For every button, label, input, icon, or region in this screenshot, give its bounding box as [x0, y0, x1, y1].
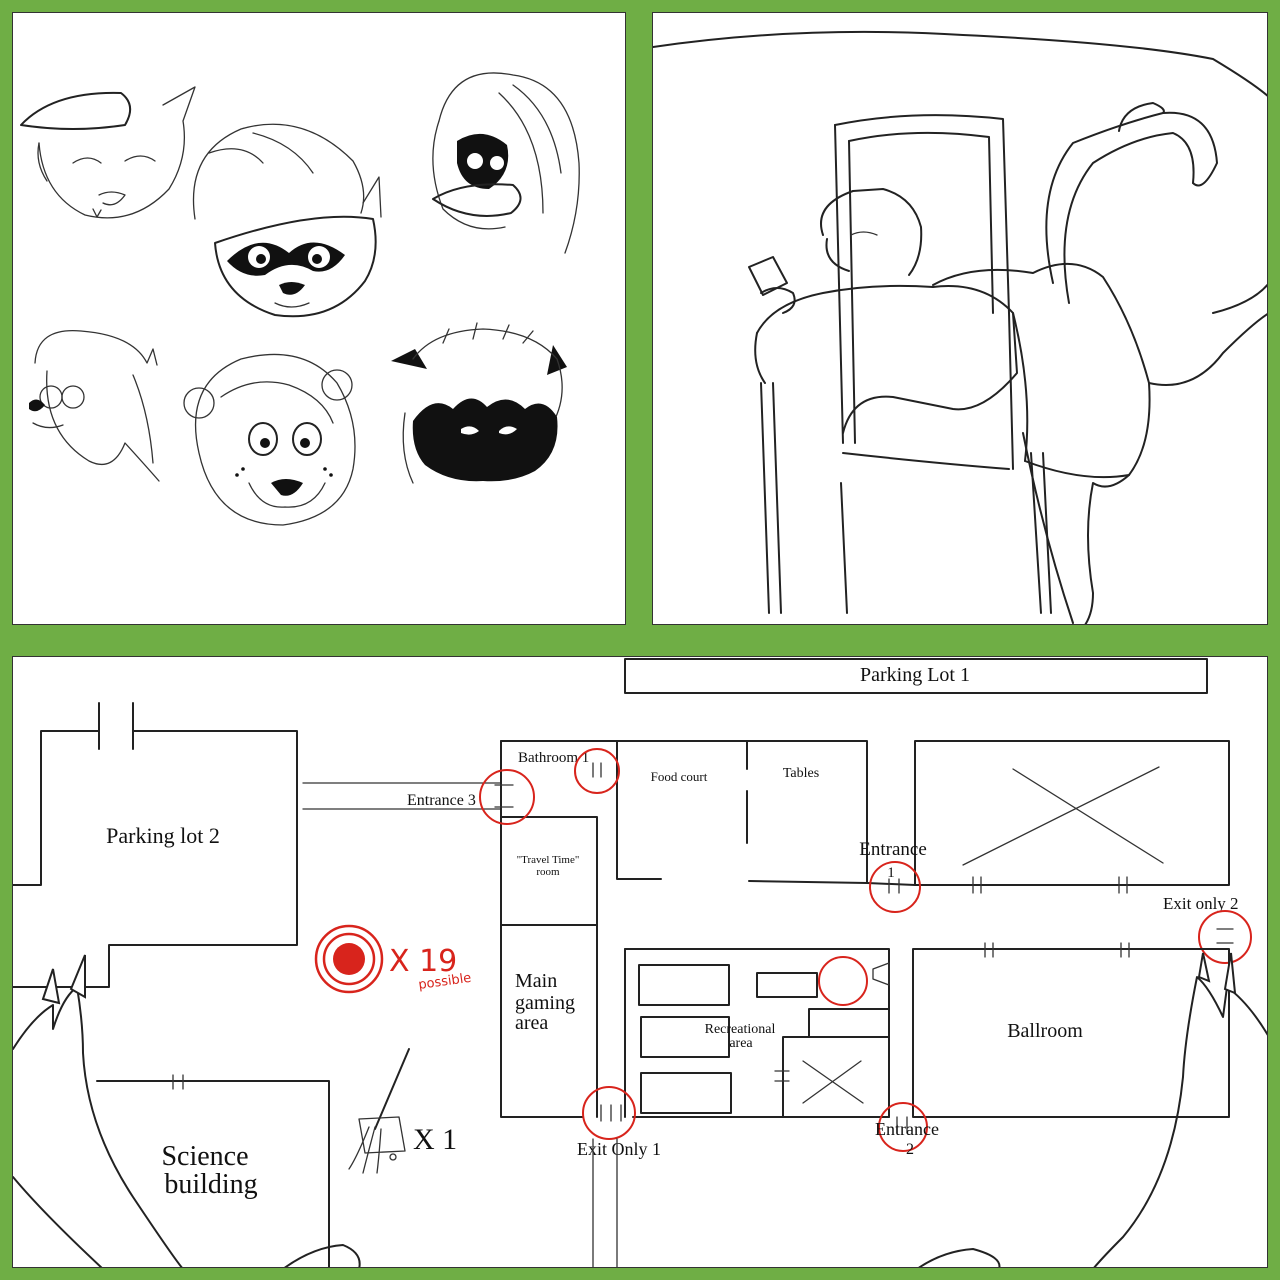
mop-bucket-icon: [348, 1048, 410, 1174]
travel-time-room-label-line2: room: [536, 866, 560, 878]
character-heads-drawing: [20, 72, 580, 526]
ballroom-shape: [912, 948, 1230, 1118]
entrance-1-label-line2: 1: [887, 865, 895, 881]
entrance-1-label-line1: Entrance: [859, 839, 927, 860]
tables-label: Tables: [783, 766, 819, 781]
duck-head-icon: [432, 72, 580, 254]
right-claw-hand-icon: [918, 952, 1267, 1267]
target-possible-note: possible: [417, 971, 472, 993]
character-sketch-panel: [12, 12, 626, 625]
recreational-marker: [818, 956, 868, 1006]
science-building-label-line2: building: [164, 1169, 257, 1200]
ballroom-label: Ballroom: [1007, 1020, 1083, 1042]
entrance-3-label: Entrance 3: [407, 792, 476, 809]
parking-lot-2-shape: [13, 730, 298, 988]
bear-head-icon: [183, 353, 356, 526]
bathroom-label: Bathroom 1: [518, 750, 589, 766]
travel-time-room-label-line1: "Travel Time": [517, 854, 580, 866]
cat-character-icon: [748, 102, 1267, 624]
recreational-area-label-line2: area: [729, 1036, 753, 1051]
venue-map-panel: Parking Lot 1 Parking lot 2 Science buil…: [12, 656, 1268, 1268]
chair-scene-drawing: [653, 30, 1267, 624]
science-building-shape: [96, 1080, 330, 1267]
target-icon: [314, 924, 384, 994]
target-count-annotation: X 19: [389, 944, 457, 979]
storage-room-shape: [914, 740, 1230, 886]
venue-map: Parking Lot 1 Parking lot 2 Science buil…: [13, 658, 1267, 1267]
recreational-area-label-line1: Recreational: [705, 1022, 776, 1037]
entrance-2-label-line1: Entrance: [875, 1119, 939, 1139]
otter-head-icon: [29, 329, 160, 482]
entrance-2-marker: [878, 1102, 928, 1152]
parking-lot-1-shape: [624, 658, 1208, 694]
main-gaming-area-label-line3: area: [515, 1012, 548, 1034]
phone-icon: [748, 256, 788, 296]
skunk-head-icon: [391, 322, 567, 484]
raccoon-head-icon: [192, 123, 382, 318]
chair-scene-panel: [652, 12, 1268, 625]
background-curve: [653, 30, 1267, 97]
exit-only-2-label: Exit only 2: [1163, 894, 1239, 913]
parking-lot-1-label: Parking Lot 1: [860, 664, 970, 686]
fox-head-icon: [20, 86, 196, 219]
main-gaming-area-label-line2: gaming: [515, 992, 575, 1014]
exit-only-1-label: Exit Only 1: [577, 1139, 661, 1159]
food-court-label: Food court: [651, 769, 708, 784]
armchair-icon: [760, 114, 1052, 614]
exit-only-2-marker: [1198, 910, 1252, 964]
parking-lot-2-label: Parking lot 2: [106, 823, 220, 848]
entrance-1-marker: [869, 861, 921, 913]
mop-count-annotation: X 1: [413, 1123, 457, 1156]
main-building-outline: [500, 740, 870, 1118]
entrance-2-label-line2: 2: [906, 1141, 914, 1158]
bathroom-marker: [574, 748, 620, 794]
science-building-label-line1: Science: [161, 1141, 248, 1172]
main-gaming-area-label-line1: Main: [515, 970, 557, 992]
left-claw-hand-icon: [13, 954, 361, 1267]
exit-only-1-marker: [582, 1086, 636, 1140]
entrance-3-marker: [479, 769, 535, 825]
